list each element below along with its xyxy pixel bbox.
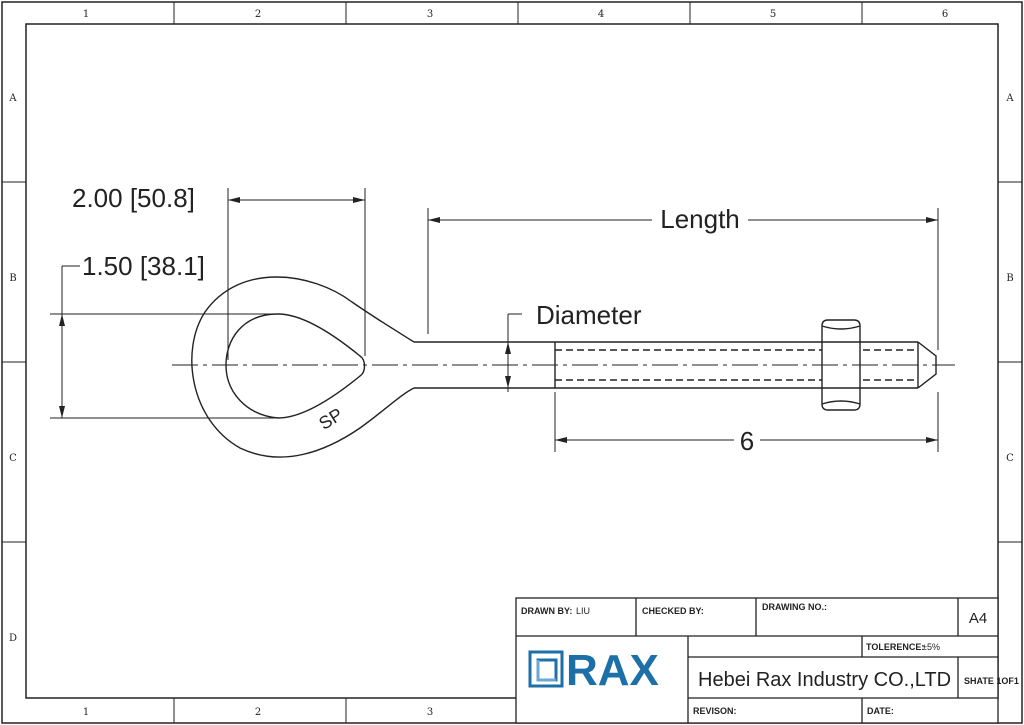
- inner-border: [25, 23, 999, 699]
- tolerance-label: TOLERENCE:: [866, 642, 924, 652]
- drawing-no-label: DRAWING NO.:: [762, 602, 827, 612]
- zone-row-c-right: C: [1006, 453, 1014, 464]
- eye-outer-contour: [191, 276, 415, 458]
- drawn-by-label: DRAWN BY:: [521, 606, 572, 616]
- diameter-dimension: Diameter: [536, 300, 642, 330]
- dimension-lines: [50, 188, 939, 452]
- nut-chamfer: [821, 325, 861, 405]
- tolerance-value: ±5%: [922, 642, 940, 652]
- sheet-number: SHATE 1OF1: [964, 676, 1019, 686]
- weld-mark: SP: [315, 404, 346, 434]
- zone-col-6: 6: [942, 9, 948, 20]
- zone-col-2-bottom: 2: [255, 707, 261, 718]
- zone-row-c: C: [9, 453, 17, 464]
- company-name: Hebei Rax Industry CO.,LTD: [698, 669, 951, 691]
- eye-bolt: [191, 276, 937, 458]
- zone-col-5: 5: [770, 9, 776, 20]
- zone-row-a-right: A: [1005, 93, 1014, 104]
- sheet-size: A4: [969, 610, 987, 627]
- zone-row-a: A: [8, 93, 17, 104]
- logo-square-outer: [528, 650, 564, 688]
- zone-row-d: D: [9, 633, 17, 644]
- top-zone-separators: [173, 2, 863, 24]
- thread-length-dimension: 6: [740, 426, 754, 456]
- zone-row-b: B: [9, 273, 16, 284]
- company-logo: RAX: [528, 646, 659, 695]
- date-label: DATE:: [867, 706, 894, 716]
- zone-col-1: 1: [83, 9, 89, 20]
- title-block-grid: [515, 597, 999, 724]
- right-zone-separators: [998, 181, 1022, 543]
- zone-col-1-bottom: 1: [83, 707, 89, 718]
- revision-label: REVISON:: [693, 706, 737, 716]
- drawn-by-value: LIU: [576, 606, 590, 616]
- zone-col-2: 2: [255, 9, 261, 20]
- logo-square-mark: [536, 660, 556, 682]
- checked-by-label: CHECKED BY:: [642, 606, 704, 616]
- zone-col-4: 4: [598, 9, 604, 20]
- zone-col-3-bottom: 3: [427, 707, 433, 718]
- bottom-zone-separators: [173, 698, 347, 723]
- zone-col-3: 3: [427, 9, 433, 20]
- length-dimension: Length: [660, 204, 740, 234]
- eye-height-dimension: 1.50 [38.1]: [82, 251, 205, 281]
- logo-text: RAX: [566, 646, 659, 695]
- left-zone-separators: [2, 181, 26, 543]
- zone-row-b-right: B: [1006, 273, 1013, 284]
- eye-width-dimension: 2.00 [50.8]: [72, 183, 195, 213]
- eye-inner-contour: [225, 313, 366, 419]
- dimension-arrows: [59, 197, 938, 443]
